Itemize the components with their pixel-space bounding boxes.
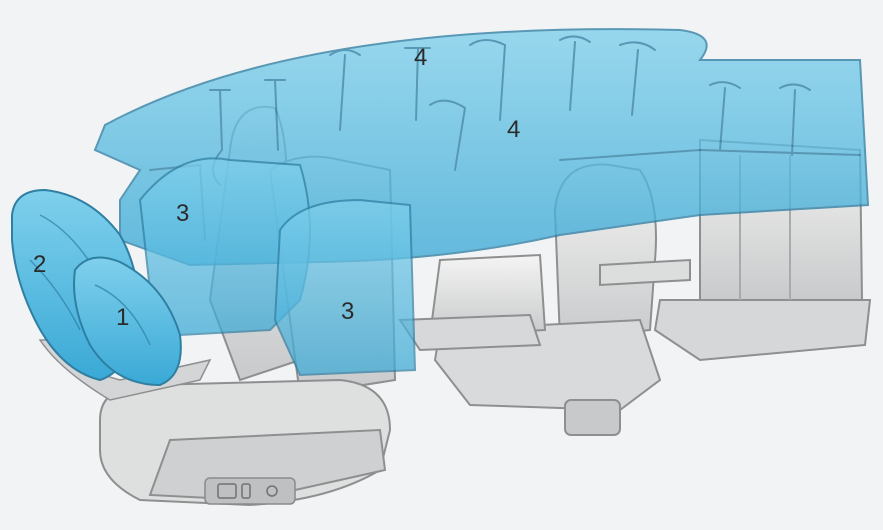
callout-side-airbag-second: 3 <box>341 300 354 324</box>
callout-driver-airbag: 1 <box>116 306 129 330</box>
side-airbag-second <box>275 200 415 375</box>
callout-curtain-airbag-top: 4 <box>414 46 427 70</box>
second-row-left-seat <box>400 255 545 350</box>
callout-side-airbag-front: 3 <box>176 202 189 226</box>
callout-curtain-airbag-mid: 4 <box>507 118 520 142</box>
callout-passenger-airbag: 2 <box>33 253 46 277</box>
